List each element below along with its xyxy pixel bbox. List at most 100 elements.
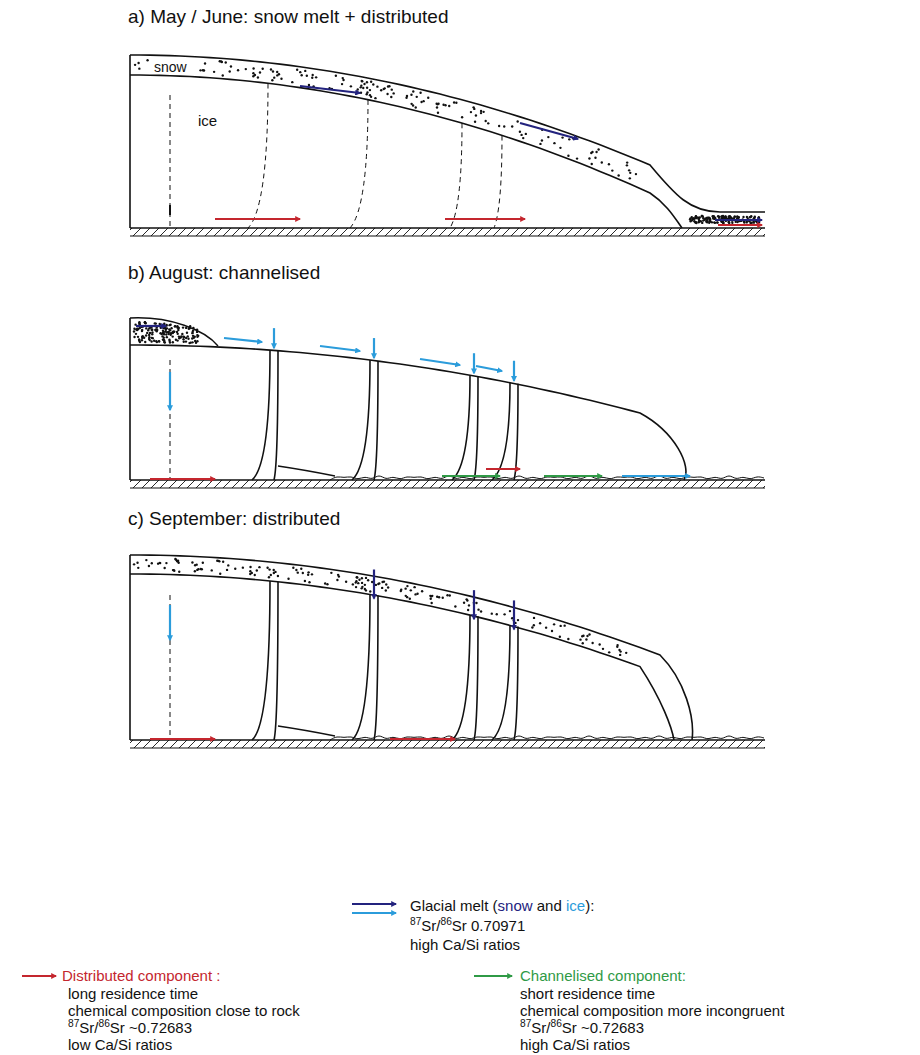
snow-dot (491, 612, 493, 614)
snow-dot (473, 108, 475, 110)
snow-dot (480, 110, 482, 112)
snow-dot (163, 323, 165, 325)
snow-dot (698, 220, 700, 222)
snow-dot (392, 92, 394, 94)
snow-dot (148, 334, 150, 336)
snow-dot (406, 596, 408, 598)
flow-arrow (445, 218, 525, 220)
snow-dot (714, 222, 716, 224)
snow-dot (357, 582, 359, 584)
legend-detail: chemical composition close to rock (68, 1002, 300, 1019)
snow-dot (698, 220, 700, 222)
legend-detail: 87Sr/86Sr 0.70971 (410, 917, 525, 934)
snow-dot (689, 218, 691, 220)
snow-dot (383, 87, 385, 89)
snow-dot (168, 333, 170, 335)
snow-dot (358, 579, 360, 581)
former-moulin (170, 360, 171, 480)
snow-dot (709, 219, 711, 221)
snow-dot (137, 567, 139, 569)
snow-dot (414, 593, 416, 595)
snow-dot (597, 148, 599, 150)
snow-dot (386, 93, 388, 95)
flow-arrow (544, 475, 602, 477)
snow-dot (174, 325, 176, 327)
snow-dot (229, 70, 231, 72)
snow-dot (420, 101, 422, 103)
snow-dot (568, 138, 570, 140)
moulin (374, 361, 378, 480)
snow-dot (453, 101, 455, 103)
flow-arrow (473, 590, 475, 619)
snow-dot (582, 634, 584, 636)
snow-dot (413, 586, 415, 588)
snow-dot (608, 651, 610, 653)
snow-dot (517, 619, 519, 621)
snow-dot (547, 136, 549, 138)
snow-dot (139, 341, 141, 343)
snow-dot (369, 590, 371, 592)
snow-dot (138, 67, 140, 69)
snow-dot (362, 87, 364, 89)
snow-dot (582, 642, 584, 644)
snow-dot (249, 570, 251, 572)
snow-dot (204, 62, 206, 64)
snow-dot (166, 336, 168, 338)
snow-dot (619, 654, 621, 656)
snow-dot (175, 339, 177, 341)
flow-arrow (215, 218, 300, 220)
snow-dot (172, 335, 174, 337)
snow-dot (559, 147, 561, 149)
flow-arrow (169, 372, 171, 410)
channel (278, 466, 335, 476)
snow-dot (356, 576, 358, 578)
snow-dot (695, 217, 697, 219)
snow-dot (173, 569, 175, 571)
snow-dot (541, 139, 543, 141)
bed-line (130, 487, 765, 488)
snow-dot (516, 120, 518, 122)
snow-dot (158, 340, 160, 342)
snow-dot (165, 333, 167, 335)
snow-dot (352, 583, 354, 585)
snow-dot (380, 89, 382, 91)
snow-dot (713, 221, 715, 223)
snow-dot (268, 568, 270, 570)
snow-dot (724, 215, 726, 217)
snow-dot (482, 111, 484, 113)
snow-dot (626, 161, 628, 163)
panel-title: c) September: distributed (128, 508, 340, 530)
flow-arrow (473, 353, 475, 373)
snow-dot (480, 112, 482, 114)
snow-dot (165, 328, 167, 330)
snow-dot (181, 333, 183, 335)
snow-dot (416, 96, 418, 98)
snow-dot (480, 610, 482, 612)
snow-dot (133, 336, 135, 338)
snow-dot (553, 142, 555, 144)
flow-arrow (513, 361, 515, 381)
snow-dot (237, 69, 239, 71)
snow-dot (695, 215, 697, 217)
snow-dot (409, 598, 411, 600)
snow-dot (145, 334, 147, 336)
snow-dot (221, 61, 223, 63)
snow-dot (177, 327, 179, 329)
snow-dot (601, 161, 603, 163)
snow-dot (357, 88, 359, 90)
snow-dot (287, 578, 289, 580)
snow-dot (412, 90, 414, 92)
moulin (352, 595, 370, 740)
snow-dot (419, 92, 421, 94)
panel-title: b) August: channelised (128, 262, 320, 284)
snow-dot (361, 80, 363, 82)
snow-dot (324, 582, 326, 584)
snow-dot (503, 125, 505, 127)
snow-dot (270, 574, 272, 576)
snow-dot (730, 216, 732, 218)
snow-dot (594, 157, 596, 159)
snow-dot (174, 325, 176, 327)
flow-arrow (150, 738, 215, 740)
snow-dot (273, 569, 275, 571)
snow-dot (164, 341, 166, 343)
